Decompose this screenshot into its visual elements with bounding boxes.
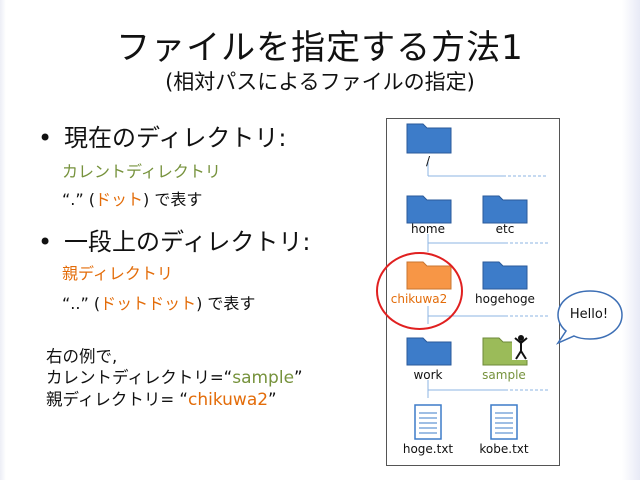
folder-root-label: /: [425, 154, 431, 168]
document-icon: [490, 404, 518, 440]
note-suffix: ) で表す: [196, 294, 256, 313]
parent-directory-term: 親ディレクトリ: [62, 264, 173, 283]
bullet-dot: •: [38, 124, 53, 152]
example-current-label: カレントディレクトリ=“: [46, 368, 233, 387]
folder-icon: [406, 337, 452, 366]
note-paren-open: (: [88, 294, 101, 313]
folder-home-label: home: [410, 222, 446, 236]
dot-symbol: “.”: [62, 190, 84, 209]
dotdot-word: ドットドット: [100, 294, 197, 313]
speech-bubble-text: Hello!: [569, 307, 609, 322]
dot-word: ドット: [95, 190, 144, 209]
example-quote-close: ”: [268, 390, 277, 409]
note-paren-open: (: [83, 190, 95, 209]
slide-subtitle: (相対パスによるファイルの指定): [165, 70, 475, 94]
folder-work-label: work: [413, 368, 443, 382]
stick-figure-icon: [512, 334, 530, 360]
folder-icon: [482, 195, 528, 224]
example-line-1: 右の例で,: [46, 347, 118, 366]
example-line-2: カレントディレクトリ=“sample”: [46, 367, 303, 389]
folder-etc-label: etc: [495, 222, 515, 236]
slide-right-edge: [622, 0, 640, 480]
example-parent-value: chikuwa2: [187, 390, 269, 410]
file-hoge-label: hoge.txt: [402, 442, 454, 456]
example-parent-label: 親ディレクトリ= “: [46, 390, 188, 409]
example-line-3: 親ディレクトリ= “chikuwa2”: [46, 389, 303, 411]
bullet-heading: 現在のディレクトリ:: [64, 124, 287, 152]
example-quote-close: ”: [294, 368, 303, 387]
speech-bubble: [556, 290, 623, 345]
folder-sample-label: sample: [482, 368, 526, 382]
current-directory-note: “.” (ドット) で表す: [62, 186, 202, 210]
slide-title: ファイルを指定する方法1: [116, 28, 524, 68]
file-kobe-label: kobe.txt: [479, 442, 529, 456]
slide-left-edge: [0, 0, 6, 480]
parent-highlight-circle: [376, 252, 463, 330]
parent-directory-note: “..” (ドットドット) で表す: [62, 290, 255, 314]
folder-icon: [482, 261, 528, 290]
folder-icon: [406, 123, 452, 154]
example-block: 右の例で, カレントディレクトリ=“sample” 親ディレクトリ= “chik…: [46, 346, 303, 411]
dotdot-symbol: “..”: [62, 294, 89, 313]
example-current-value: sample: [232, 368, 295, 388]
folder-hogehoge-label: hogehoge: [475, 292, 535, 306]
bullet-heading: 一段上のディレクトリ:: [64, 228, 311, 256]
bullet-dot: •: [38, 228, 53, 256]
current-directory-term: カレントディレクトリ: [62, 162, 221, 181]
note-suffix: ) で表す: [143, 190, 203, 209]
document-icon: [414, 404, 442, 440]
bullet-parent-directory: • 一段上のディレクトリ:: [38, 222, 310, 257]
bullet-current-directory: • 現在のディレクトリ:: [38, 118, 286, 153]
folder-icon: [406, 195, 452, 224]
